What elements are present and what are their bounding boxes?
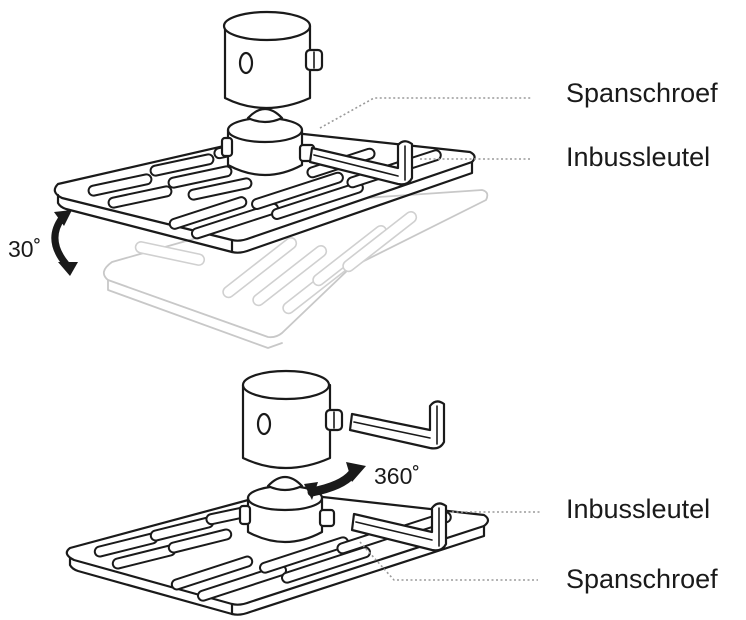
bottom-spanschroef-label: Spanschroef (566, 564, 718, 594)
top-mount-assembly: 30˚ Spanschroef Inbussleutel (8, 10, 718, 349)
top-ball-joint (220, 107, 316, 176)
loose-hex-key-icon (348, 400, 446, 450)
top-mounting-plate (53, 130, 476, 254)
top-cylinder-tube (222, 10, 324, 110)
top-spanschroef-leader (319, 97, 532, 129)
bottom-spanschroef-leader (359, 541, 538, 581)
bottom-inbussleutel-label: Inbussleutel (566, 494, 710, 524)
tilt-angle-label: 30˚ (8, 236, 41, 262)
top-hex-key-icon (308, 140, 414, 186)
bottom-hex-key-icon (350, 502, 448, 552)
top-spanschroef-label: Spanschroef (566, 78, 718, 108)
bottom-cylinder-tube (241, 369, 344, 470)
bottom-ball-joint (238, 475, 336, 543)
top-inbussleutel-label: Inbussleutel (566, 142, 710, 172)
tilt-arrow-icon (51, 210, 78, 276)
ghost-tilted-plate (102, 189, 489, 349)
rotation-arrow-icon (304, 462, 366, 500)
bottom-mount-assembly: 360˚ Inbussleutel Spanschroef (65, 369, 718, 616)
rotation-angle-label: 360˚ (374, 463, 420, 489)
